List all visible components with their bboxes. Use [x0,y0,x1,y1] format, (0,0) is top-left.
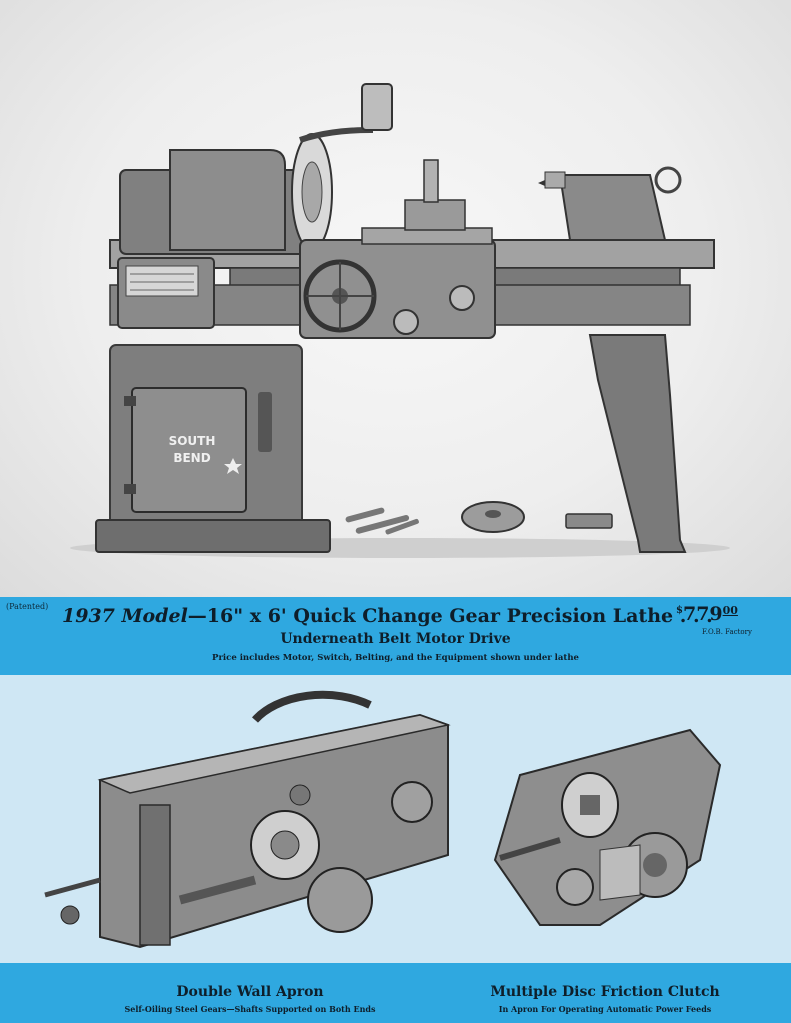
price: $77900 [676,603,738,625]
clutch-caption-title: Multiple Disc Friction Clutch [490,984,720,1000]
model-year: 1937 Model [62,605,188,627]
lathe-illustration-panel: SOUTH BEND [0,0,791,597]
detail-illustrations [44,690,722,949]
product-title: —16" x 6' Quick Change Gear Precision La… [187,605,713,627]
product-headline: 1937 Model—16" x 6' Quick Change Gear Pr… [62,605,713,627]
lathe-illustration: SOUTH BEND [70,83,730,558]
price-dollars: 779 [682,603,723,625]
patented-label: (Patented) [6,602,49,611]
plate-line1: SOUTH [169,434,216,448]
apron-caption-subtitle: Self-Oiling Steel Gears—Shafts Supported… [124,1004,376,1014]
price-symbol: $ [676,605,683,616]
detail-illustrations-panel [0,675,791,963]
caption-footer: Double Wall Apron Self-Oiling Steel Gear… [0,963,791,1023]
clutch-caption-subtitle: In Apron For Operating Automatic Power F… [498,1004,712,1014]
drive-subtitle: Underneath Belt Motor Drive [280,631,511,647]
title-banner: (Patented) 1937 Model—16" x 6' Quick Cha… [0,597,791,675]
fob-label: F.O.B. Factory [702,628,752,636]
price-cents: 00 [722,604,738,617]
apron-cutaway-illustration [44,690,451,949]
plate-line2: BEND [173,451,210,465]
price-note: Price includes Motor, Switch, Belting, a… [212,653,579,663]
clutch-cutaway-illustration [493,728,722,926]
apron-caption-title: Double Wall Apron [176,984,324,1000]
